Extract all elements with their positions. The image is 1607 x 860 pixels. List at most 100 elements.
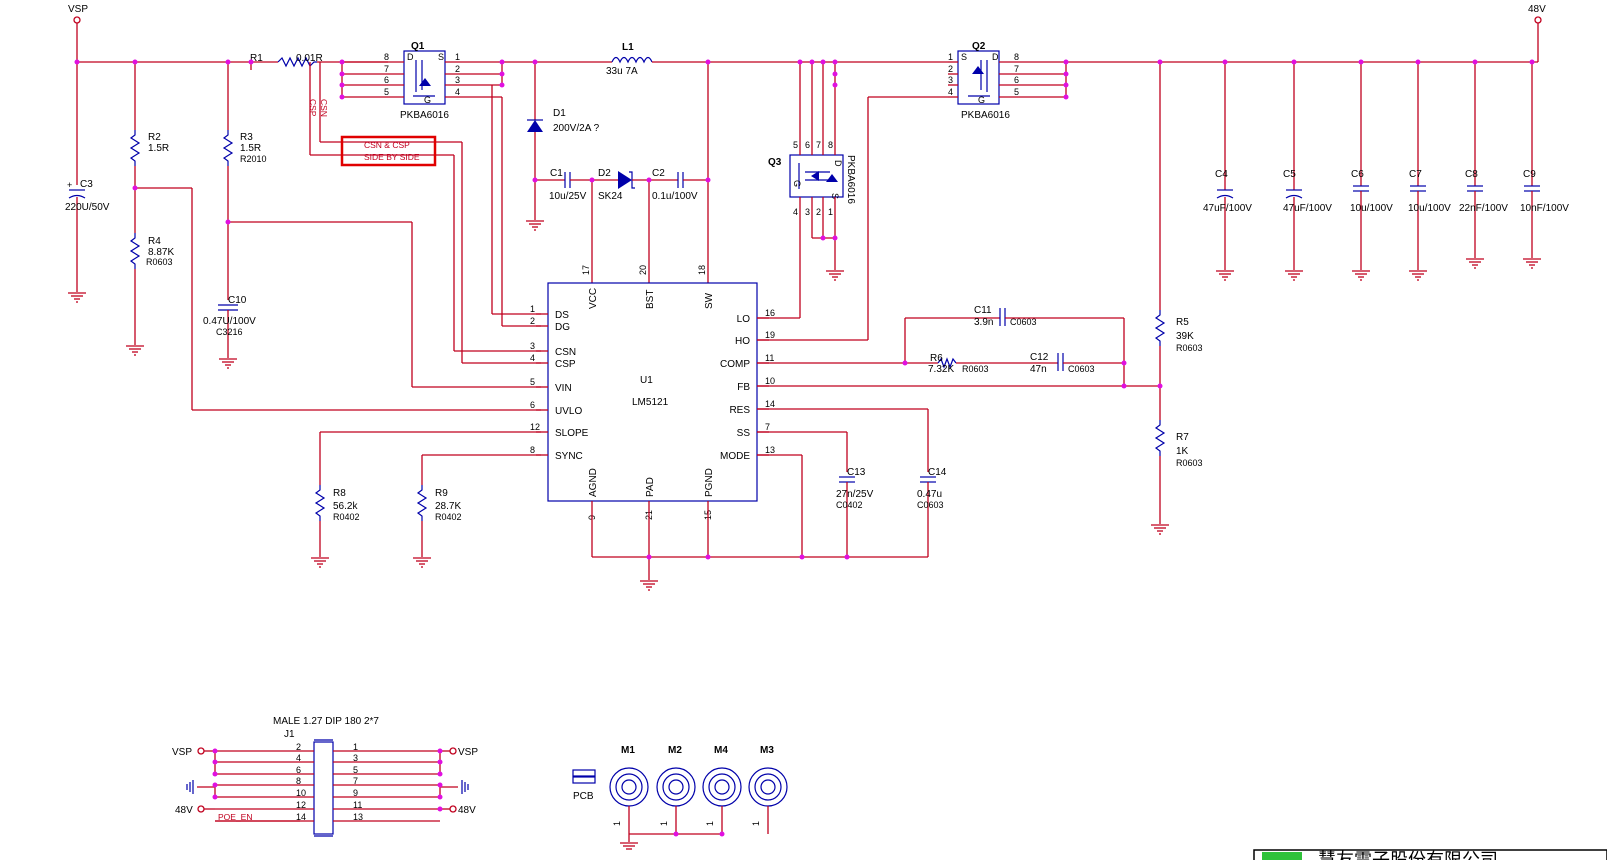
junctions — [74, 59, 1535, 560]
svg-text:8.87K: 8.87K — [148, 247, 174, 258]
q1-d-label: D — [407, 52, 414, 62]
svg-text:G: G — [424, 95, 431, 105]
resistor-r8: R8 56.2k R0402 — [310, 484, 360, 568]
resistor-r3: R3 1.5R R2010 — [223, 62, 267, 300]
capacitor-c10: C10 0.47U/100V C3216 — [203, 295, 256, 369]
mount-hole-label: M2 — [668, 745, 682, 756]
svg-text:1.5R: 1.5R — [240, 143, 261, 154]
svg-text:7: 7 — [384, 64, 389, 74]
ic-pin-name: AGND — [588, 468, 599, 497]
mount-hole-label: M4 — [714, 745, 728, 756]
ic-pin-num: 11 — [765, 353, 774, 363]
svg-text:2: 2 — [455, 64, 460, 74]
svg-text:10nF/100V: 10nF/100V — [1520, 203, 1569, 214]
ic-pin-num: 7 — [765, 422, 770, 432]
capacitor-c12: C12 47n C0603 — [1030, 352, 1095, 375]
svg-text:0.47U/100V: 0.47U/100V — [203, 316, 256, 327]
svg-text:4: 4 — [793, 207, 798, 217]
ic-pin-num: 12 — [530, 422, 540, 432]
ic-pin-name: COMP — [720, 359, 750, 370]
svg-text:R2010: R2010 — [240, 154, 267, 164]
pcb-marker: PCB — [572, 769, 596, 802]
j1-pin-left: 10 — [296, 788, 306, 798]
ic-pin-name: SYNC — [555, 451, 583, 462]
ic-pin-num: 3 — [530, 341, 535, 351]
resistor-r4: R4 8.87K R0603 — [125, 232, 174, 356]
ic-pin-name: PAD — [645, 477, 656, 497]
svg-text:D: D — [833, 160, 843, 167]
svg-text:5: 5 — [384, 87, 389, 97]
svg-text:C14: C14 — [928, 467, 947, 478]
mount-hole-inner — [668, 779, 684, 795]
svg-text:C9: C9 — [1523, 169, 1536, 180]
mount-hole-mid — [662, 773, 690, 801]
svg-text:R0603: R0603 — [1176, 343, 1203, 353]
svg-text:3: 3 — [455, 75, 460, 85]
j1-pin-right: 1 — [353, 742, 358, 752]
capacitor-c3: + C3 220U/50V — [65, 62, 110, 303]
svg-text:10u/100V: 10u/100V — [1350, 203, 1393, 214]
svg-text:4: 4 — [948, 87, 953, 97]
svg-text:D: D — [992, 52, 999, 62]
resistor-r1: R1 0.01R — [250, 53, 323, 68]
svg-text:8: 8 — [1014, 52, 1019, 62]
net-csn: CSN — [319, 99, 329, 117]
svg-text:+: + — [67, 180, 72, 190]
mount-hole-inner — [760, 779, 776, 795]
ic-pin-num: 19 — [765, 330, 775, 340]
svg-text:48V: 48V — [175, 805, 193, 816]
ic-pin-num: 14 — [765, 399, 775, 409]
svg-text:C0402: C0402 — [836, 500, 863, 510]
capacitor-c7: C7 10u/100V — [1408, 62, 1451, 281]
title-block: 慧友電子股份有限公司 — [1253, 849, 1607, 860]
svg-text:8: 8 — [384, 52, 389, 62]
mount-hole-label: M3 — [760, 745, 774, 756]
svg-text:R0402: R0402 — [333, 512, 360, 522]
ic-pin-name: DG — [555, 322, 570, 333]
ic-pin-num: 1 — [530, 304, 535, 314]
ic-pin-name: SLOPE — [555, 428, 589, 439]
svg-text:G: G — [792, 180, 802, 187]
svg-text:C0603: C0603 — [1068, 364, 1095, 374]
j1-pin-right: 5 — [353, 765, 358, 775]
ground-symbol — [620, 842, 638, 850]
mosfet-q2: 1 2 3 4 8 7 6 5 S D G Q2 PKBA6016 — [948, 41, 1067, 121]
svg-text:PKBA6016: PKBA6016 — [845, 155, 856, 204]
diode-d1: D1 200V/2A ? — [525, 62, 600, 231]
ic-pin-name: BST — [645, 290, 656, 309]
junction-dot — [437, 782, 443, 788]
ic-pin-name: LO — [737, 314, 751, 325]
svg-text:R2: R2 — [148, 132, 161, 143]
svg-text:SIDE BY SIDE: SIDE BY SIDE — [364, 152, 420, 162]
svg-text:G: G — [978, 95, 985, 105]
ic-pin-num: 17 — [581, 265, 591, 275]
j1-pin-right: 11 — [353, 800, 362, 810]
ic-pin-num: 5 — [530, 377, 535, 387]
svg-text:6: 6 — [384, 75, 389, 85]
svg-text:C8: C8 — [1465, 169, 1478, 180]
mount-hole-mid — [708, 773, 736, 801]
svg-text:Q1: Q1 — [411, 41, 425, 52]
svg-text:C0603: C0603 — [1010, 317, 1037, 327]
junction-dot — [212, 782, 218, 788]
svg-text:C1: C1 — [550, 168, 563, 179]
svg-text:POE_EN: POE_EN — [218, 812, 253, 822]
svg-text:27n/25V: 27n/25V — [836, 489, 874, 500]
svg-text:1.5R: 1.5R — [148, 143, 169, 154]
mount-hole-pin: 1 — [705, 821, 715, 826]
svg-text:R6: R6 — [930, 353, 943, 364]
svg-text:J1: J1 — [284, 729, 295, 740]
mount-hole-pin: 1 — [659, 821, 669, 826]
svg-text:R0402: R0402 — [435, 512, 462, 522]
j1-pin-right: 7 — [353, 776, 358, 786]
mosfet-q1: 8 7 6 5 1 2 3 4 D S G Q1 PKBA6016 — [341, 41, 503, 121]
j1-pin-left: 2 — [296, 742, 301, 752]
junction-dot — [212, 759, 218, 765]
svg-text:SK24: SK24 — [598, 191, 623, 202]
svg-text:CSN & CSP: CSN & CSP — [364, 140, 410, 150]
j1-pin-right: 9 — [353, 788, 358, 798]
svg-text:220U/50V: 220U/50V — [65, 202, 110, 213]
ic-pin-name: RES — [729, 405, 750, 416]
